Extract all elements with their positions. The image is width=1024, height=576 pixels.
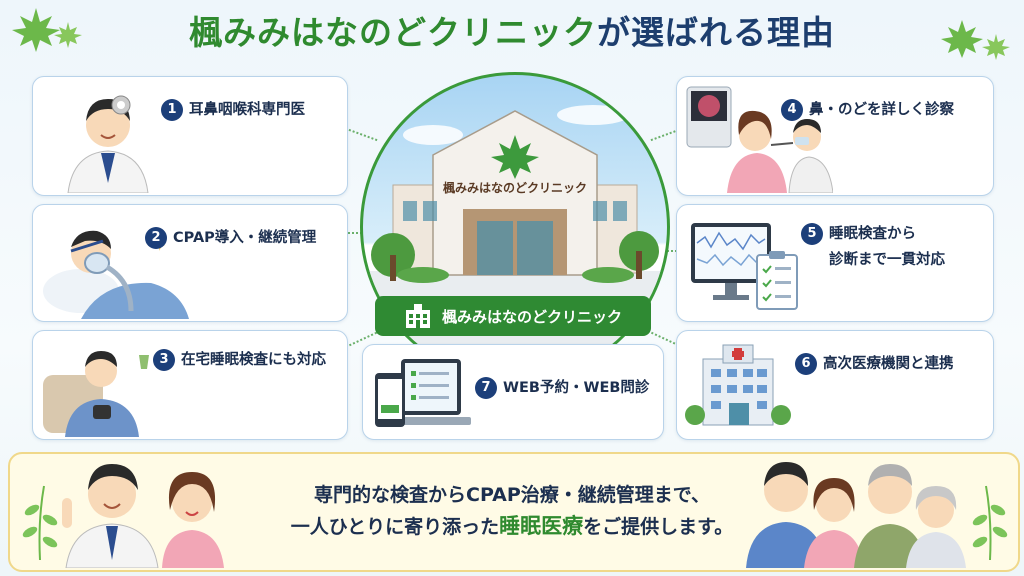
reason-number: 5 xyxy=(801,223,823,245)
web-booking-devices-icon xyxy=(375,359,471,427)
maple-leaf-icon xyxy=(12,8,82,52)
connector-line xyxy=(348,128,378,142)
doctor-illustration-icon xyxy=(67,95,149,193)
reason-number: 7 xyxy=(475,377,497,399)
leaf-branch-icon xyxy=(972,485,1008,560)
title-clinic-name: 楓みみはなのどクリニック xyxy=(189,13,597,52)
nose-throat-exam-illustration-icon xyxy=(686,86,833,193)
reason-label-line2: 診断まで一貫対応 xyxy=(829,252,945,268)
doctor-and-patient-illustration-icon xyxy=(62,464,224,568)
hospital-building-icon xyxy=(685,344,791,426)
reason-number: 2 xyxy=(145,227,167,249)
hospital-building-icon xyxy=(405,304,430,328)
clinic-badge-label: 楓みみはなのどクリニック xyxy=(441,307,622,326)
page-title: 楓みみはなのどクリニックが選ばれる理由 xyxy=(0,6,1024,54)
message-line-2: 一人ひとりに寄り添った睡眠医療をご提供します。 xyxy=(290,514,734,538)
reason-number: 1 xyxy=(161,99,183,121)
message-line-1: 専門的な検査からCPAP治療・継続管理まで、 xyxy=(314,484,710,506)
reason-number: 6 xyxy=(795,353,817,375)
family-illustration-icon xyxy=(746,462,966,568)
title-suffix: が選ばれる理由 xyxy=(597,13,835,52)
sleep-test-monitor-icon xyxy=(691,223,798,310)
leaf-branch-icon xyxy=(22,485,58,560)
maple-leaf-icon xyxy=(941,20,1010,60)
connector-line xyxy=(348,232,370,234)
message-highlight: 睡眠医療 xyxy=(499,514,584,538)
clinic-sign: 楓みみはなのどクリニック xyxy=(443,181,588,195)
reason-number: 4 xyxy=(781,99,803,121)
clinic-name-badge: 楓みみはなのどクリニック xyxy=(375,296,651,336)
reason-number: 3 xyxy=(153,349,175,371)
home-sleep-test-illustration-icon xyxy=(43,351,149,437)
